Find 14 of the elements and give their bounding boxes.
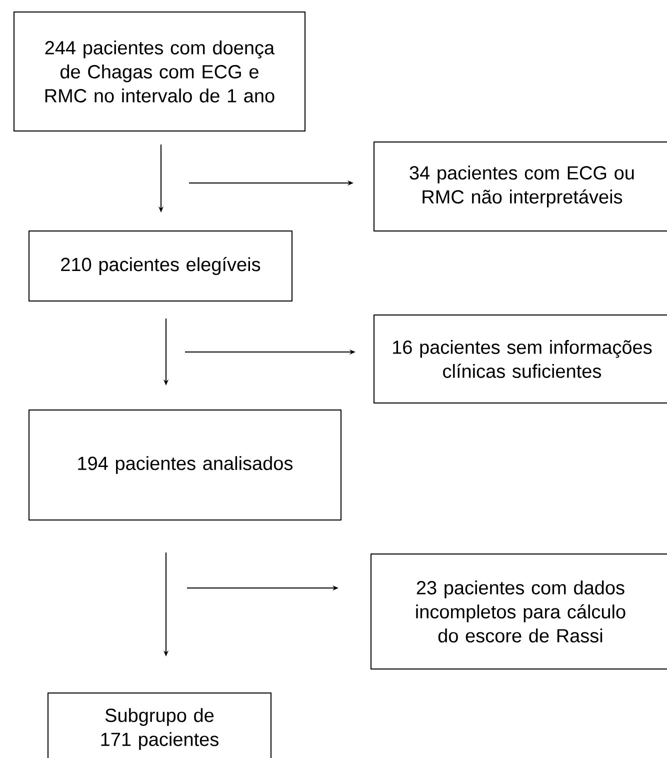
box-text: 16 pacientes sem informações clínicas suficientes: [393, 340, 652, 378]
process-box: [48, 692, 272, 758]
box-text: Subgrupo de 171 pacientes: [101, 708, 218, 750]
process-box: [28, 410, 342, 520]
process-box: [28, 230, 292, 302]
box-text: 23 pacientes com dados incompletos para cálculo do escore de Rassi: [416, 580, 626, 642]
box-text: 210 pacientes elegíveis: [61, 257, 260, 275]
process-box: [374, 142, 667, 232]
box-text: 34 pacientes com ECG ou RMC não interpretáveis: [410, 166, 634, 208]
box-text: 194 pacientes analisados: [78, 456, 293, 474]
process-box: [374, 314, 667, 404]
process-box: [14, 12, 306, 132]
process-box: [370, 554, 667, 670]
box-text: 244 pacientes com doença de Chagas com ECG e RMC no intervalo de 1 ano: [45, 40, 275, 102]
